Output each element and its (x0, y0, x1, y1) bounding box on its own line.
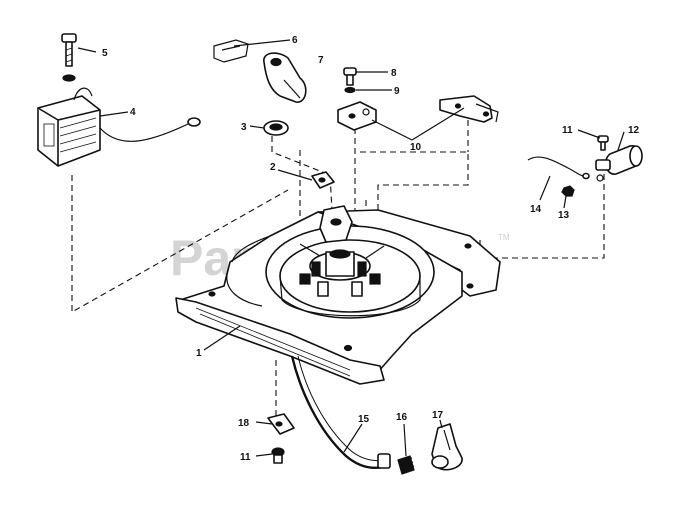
callout-15: 15 (358, 414, 370, 425)
callout-10: 10 (410, 142, 422, 153)
cam-bracket-7 (263, 52, 307, 103)
callout-7: 7 (318, 55, 324, 66)
callout-5: 5 (102, 48, 108, 59)
callout-11-top: 11 (562, 125, 573, 136)
screw-11-bottom (271, 447, 285, 464)
screw-8 (343, 67, 357, 86)
base-plate-1 (175, 205, 501, 385)
clip-18 (267, 413, 295, 435)
watermark-trademark: TM (498, 233, 510, 242)
grommet-3 (263, 120, 289, 136)
callout-3: 3 (241, 122, 247, 133)
spring-16 (397, 455, 415, 475)
callout-8: 8 (391, 68, 397, 79)
switch-bracket (337, 101, 377, 131)
nut-13 (561, 185, 575, 197)
callout-6: 6 (292, 35, 298, 46)
ignition-module (37, 87, 201, 167)
callout-18: 18 (238, 418, 250, 429)
callout-12: 12 (628, 125, 640, 136)
callout-17: 17 (432, 410, 444, 421)
hose-15 (290, 355, 391, 470)
callout-4: 4 (130, 107, 136, 118)
callout-16: 16 (396, 412, 408, 423)
boot-17 (431, 423, 463, 471)
callout-labels: 5 6 7 4 3 2 8 9 10 11 12 13 14 1 18 11 1… (102, 35, 640, 463)
callout-2: 2 (270, 162, 276, 173)
screw-5 (61, 33, 77, 82)
bracket-10 (439, 95, 499, 123)
wire-14 (527, 156, 590, 180)
leader-lines (77, 39, 625, 457)
coil-12 (595, 145, 643, 182)
washer-9 (344, 86, 356, 94)
plate-2 (311, 171, 335, 189)
callout-11-bottom: 11 (240, 452, 251, 463)
callout-14: 14 (530, 204, 542, 215)
callout-1: 1 (196, 348, 202, 359)
callout-9: 9 (394, 86, 400, 97)
screw-11-top (597, 135, 609, 151)
callout-13: 13 (558, 210, 570, 221)
gasket-6 (213, 39, 249, 63)
